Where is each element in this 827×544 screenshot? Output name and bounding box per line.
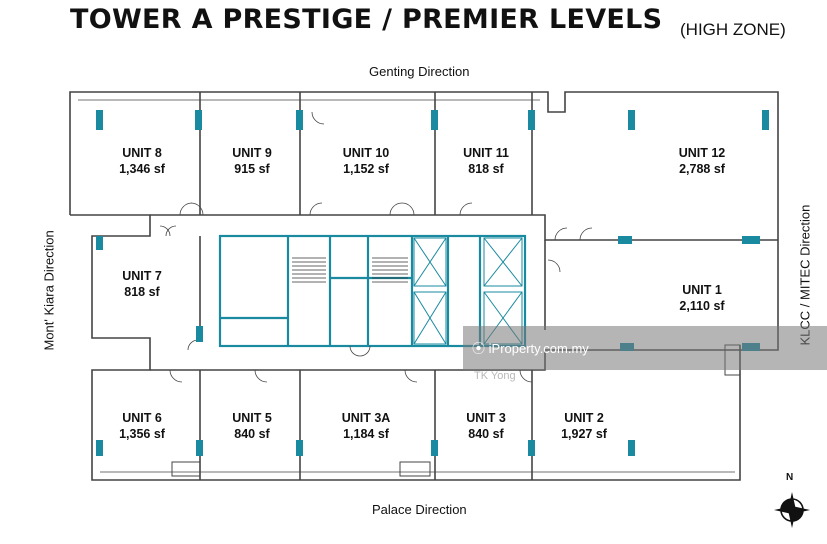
pin-icon: ⦿ xyxy=(472,341,486,356)
compass-north-label: N xyxy=(786,472,794,483)
unit-name: UNIT 3 xyxy=(466,411,506,425)
unit-size: 840 sf xyxy=(468,427,504,441)
unit-11-label: UNIT 11 818 sf xyxy=(441,145,531,177)
unit-size: 1,152 sf xyxy=(343,162,389,176)
unit-1-label: UNIT 1 2,110 sf xyxy=(657,282,747,314)
watermark-agent: TK Yong xyxy=(474,370,516,382)
unit-name: UNIT 5 xyxy=(232,411,272,425)
page-subtitle: (HIGH ZONE) xyxy=(680,20,786,39)
watermark-banner xyxy=(463,326,827,370)
unit-name: UNIT 12 xyxy=(678,146,726,160)
unit-name: UNIT 11 xyxy=(463,146,509,160)
unit-name: UNIT 8 xyxy=(122,146,162,160)
unit-name: UNIT 1 xyxy=(682,283,722,297)
unit-7-label: UNIT 7 818 sf xyxy=(97,268,187,300)
unit-name: UNIT 7 xyxy=(122,269,162,283)
unit-size: 840 sf xyxy=(234,427,270,441)
unit-3-label: UNIT 3 840 sf xyxy=(441,410,531,442)
unit-name: UNIT 6 xyxy=(122,411,162,425)
stairs xyxy=(292,257,408,283)
unit-name: UNIT 2 xyxy=(564,411,604,425)
unit-size: 2,110 sf xyxy=(679,299,725,313)
unit-12-label: UNIT 12 2,788 sf xyxy=(657,145,747,177)
unit-size: 1,927 sf xyxy=(561,427,607,441)
lift-shafts xyxy=(413,237,523,345)
unit-9-label: UNIT 9 915 sf xyxy=(207,145,297,177)
unit-name: UNIT 9 xyxy=(232,146,272,160)
direction-bottom-label: Palace Direction xyxy=(372,502,467,517)
watermark-brand-text: iProperty.com.my xyxy=(488,341,589,356)
unit-size: 1,356 sf xyxy=(119,427,165,441)
unit-8-label: UNIT 8 1,346 sf xyxy=(97,145,187,177)
unit-size: 915 sf xyxy=(234,162,270,176)
service-core xyxy=(218,234,527,348)
unit-2-label: UNIT 2 1,927 sf xyxy=(539,410,629,442)
unit-name: UNIT 10 xyxy=(342,146,390,160)
unit-size: 818 sf xyxy=(124,285,160,299)
unit-size: 1,184 sf xyxy=(343,427,389,441)
unit-6-label: UNIT 6 1,356 sf xyxy=(97,410,187,442)
unit-name: UNIT 3A xyxy=(341,411,391,425)
unit-3a-label: UNIT 3A 1,184 sf xyxy=(321,410,411,442)
unit-5-label: UNIT 5 840 sf xyxy=(207,410,297,442)
compass-icon xyxy=(774,492,810,528)
outer-walls xyxy=(69,91,779,481)
direction-top-label: Genting Direction xyxy=(369,64,470,79)
watermark-brand: ⦿ iProperty.com.my xyxy=(472,338,589,357)
page-title: TOWER A PRESTIGE / PREMIER LEVELS xyxy=(70,4,663,35)
unit-size: 2,788 sf xyxy=(679,162,725,176)
unit-size: 818 sf xyxy=(468,162,504,176)
unit-size: 1,346 sf xyxy=(119,162,165,176)
unit-10-label: UNIT 10 1,152 sf xyxy=(321,145,411,177)
